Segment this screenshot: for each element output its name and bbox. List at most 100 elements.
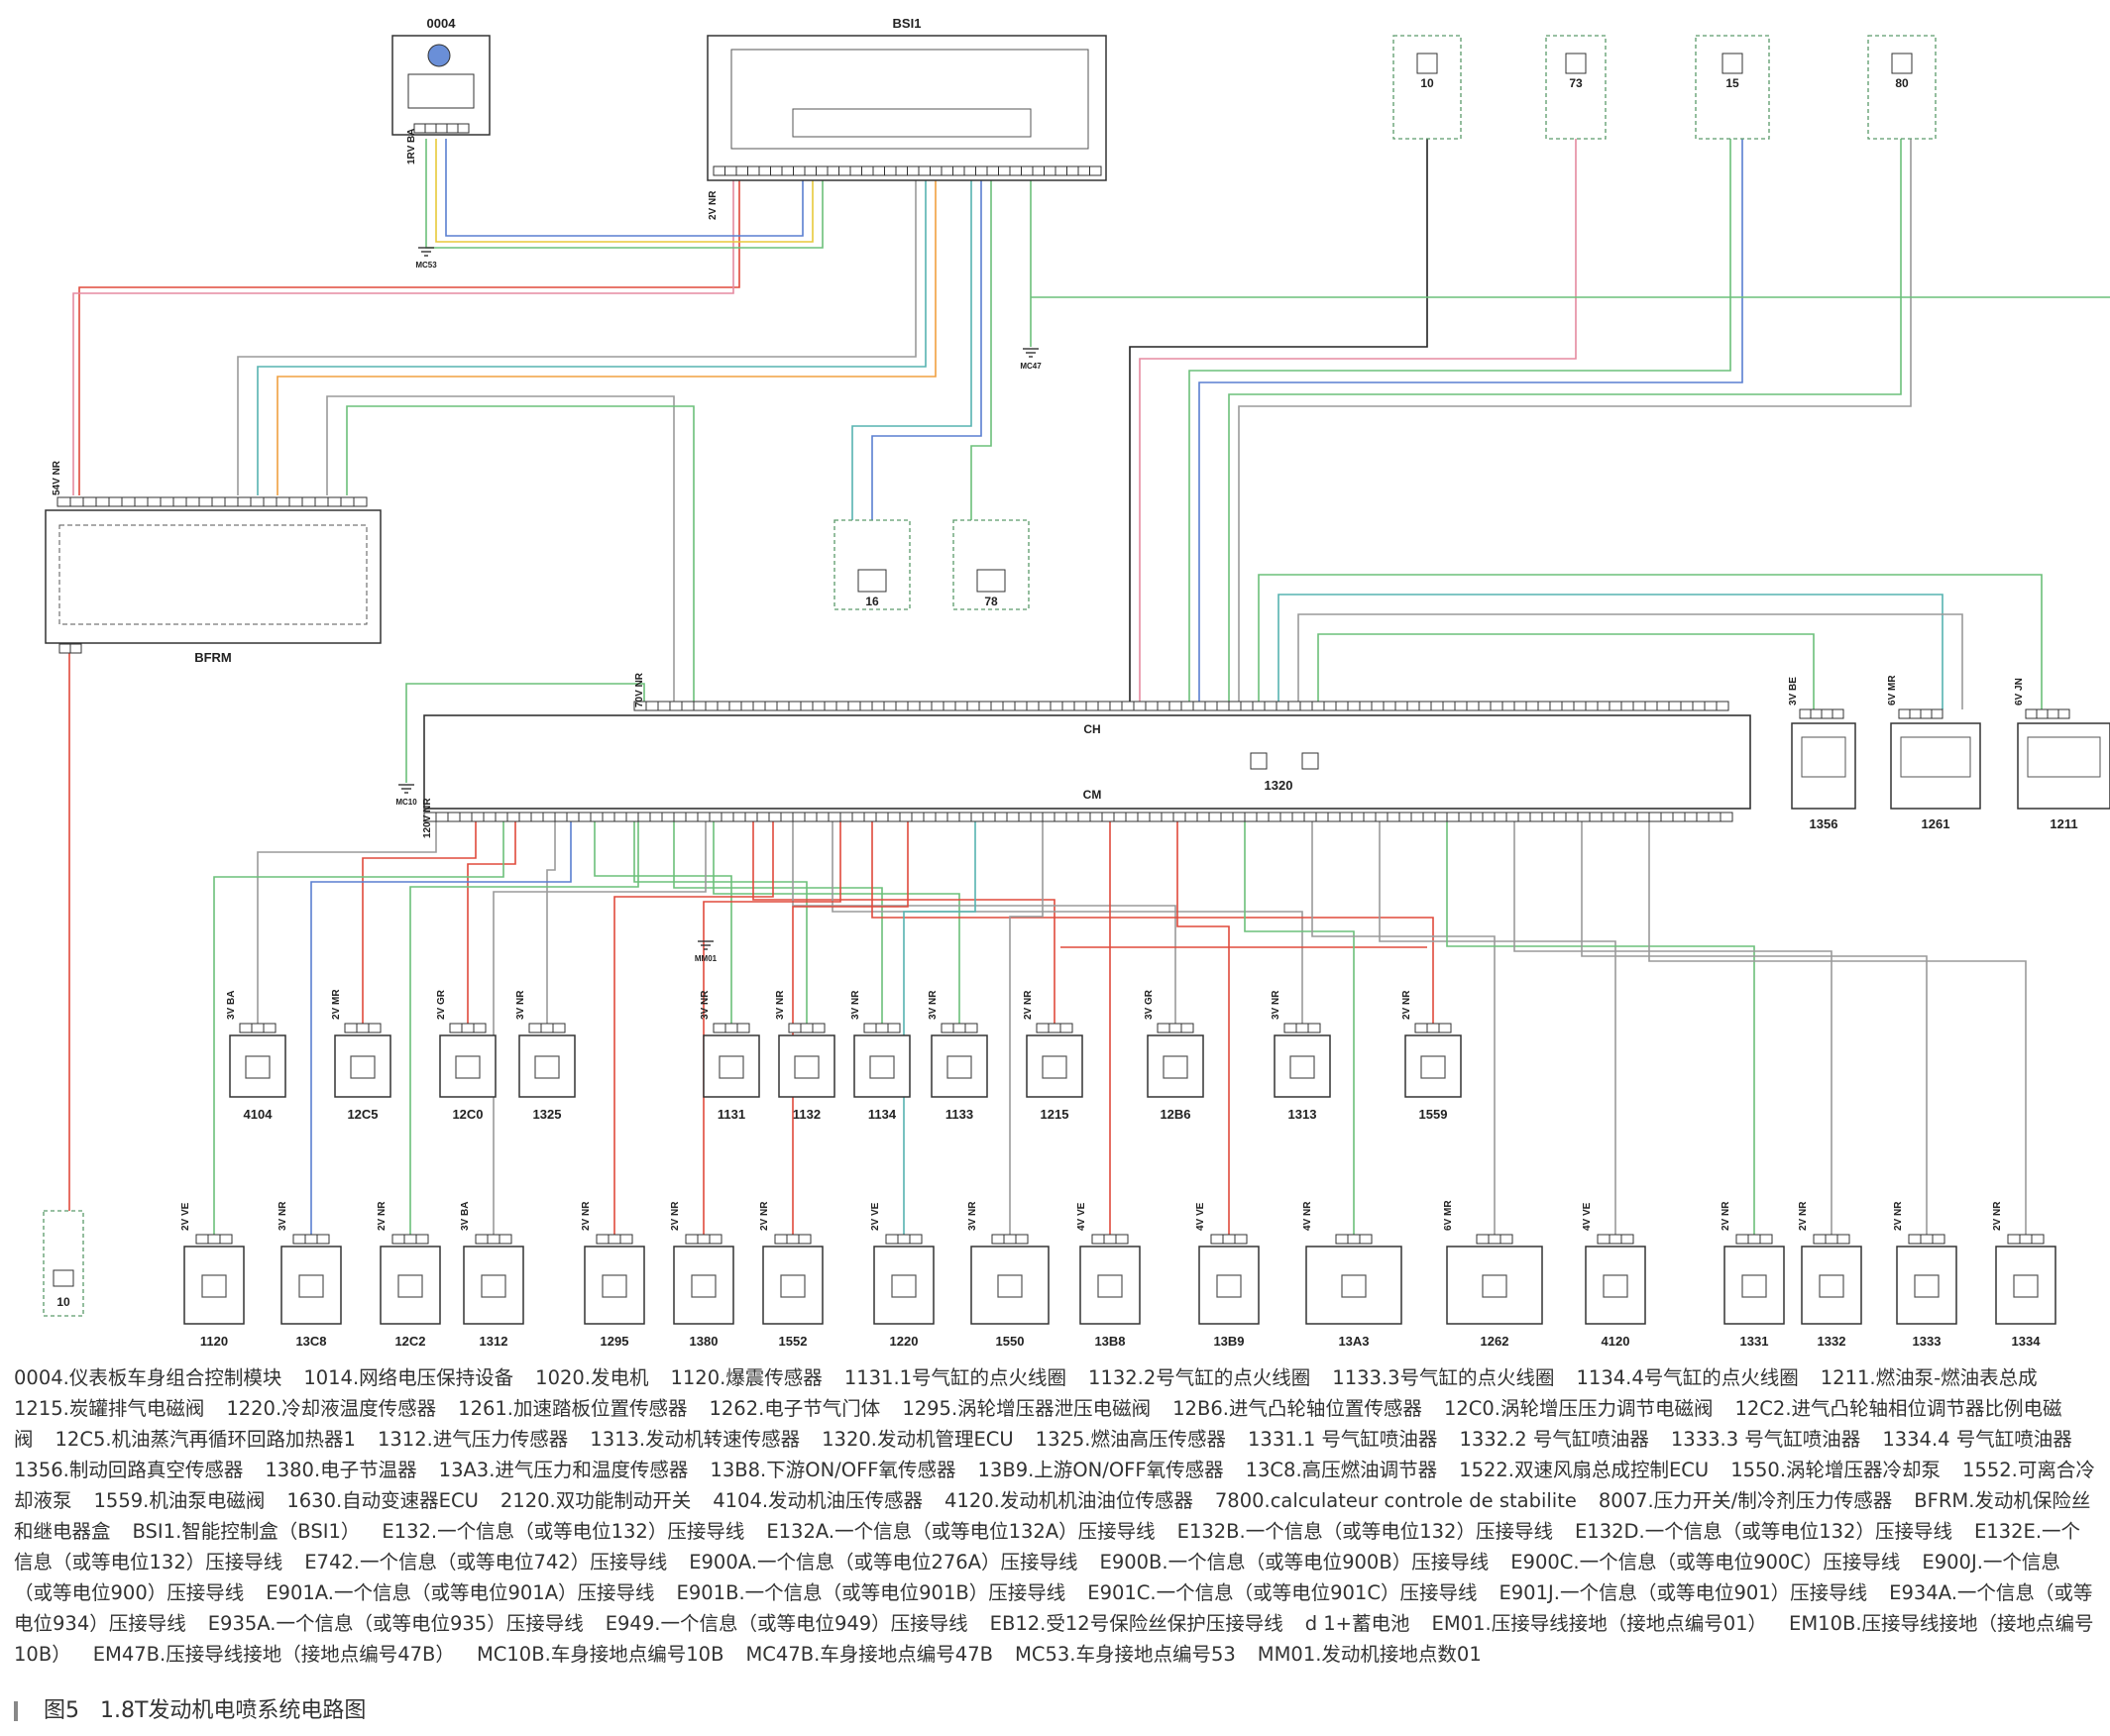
pin [752,701,766,711]
component-1313 [1274,1034,1331,1098]
component-1131-symbol-icon [719,1055,744,1079]
pin [288,496,303,507]
pin [1553,812,1567,822]
pin [705,701,719,711]
component-1332-supply: 2V NR [1798,1201,1809,1231]
pin [736,1023,750,1033]
pin [1303,812,1317,822]
component-13C8 [280,1246,342,1325]
component-1133-supply: 3V NR [928,990,939,1020]
pin [1716,701,1729,711]
legend-item: 1132.2号气缸的点火线圈 [1088,1366,1311,1389]
pin [1018,812,1032,822]
legend-item: 1333.3 号气缸喷油器 [1670,1428,1861,1451]
legend-item: E132D.一个信息（或等电位132）压接导线 [1574,1520,1952,1543]
pin [1836,1234,1850,1245]
legend-item: EM01.压接导线接地（接地点编号01） [1431,1612,1768,1635]
legend-item: 1325.燃油高压传感器 [1035,1428,1226,1451]
pin [935,812,948,822]
wire-bfrm-ecu2 [346,405,695,702]
pin [713,165,725,176]
component-1333-label: 1333 [1913,1334,1942,1349]
wire-ecu-1331 [1446,821,1755,1235]
component-1325-connector [528,1023,566,1033]
pin [1180,1023,1194,1033]
wire-ecu-1211 [1258,574,2043,709]
legend-item: 1134.4号气缸的点火线圈 [1576,1366,1799,1389]
pin [506,812,520,822]
wire-ecu-1120 [213,821,504,1235]
component-13B9 [1198,1246,1260,1325]
component-13B9-supply: 4V VE [1195,1202,1206,1231]
pin [1307,1023,1321,1033]
component-1295-connector [596,1234,633,1245]
pin [693,701,707,711]
component-1215-box [1026,1034,1083,1098]
ground-MC47-label: MC47 [1020,362,1042,371]
pin [447,812,461,822]
module-80-icon [1891,53,1913,74]
component-12C5-symbol-icon [350,1055,376,1079]
wire-ecu-13B9 [1176,821,1230,1235]
legend-item: E901J.一个信息（或等电位901）压接导线 [1499,1581,1868,1604]
pin [1180,701,1194,711]
pin [344,1023,358,1033]
pin [1478,701,1492,711]
component-4104-symbol-icon [245,1055,271,1079]
pin [793,165,806,176]
module-73-icon [1565,53,1587,74]
pin [1470,812,1484,822]
ground-MM01-label: MM01 [695,954,718,963]
component-1334-connector [2007,1234,2045,1245]
legend-item: EM47B.压接导线接地（接地点编号47B） [92,1643,455,1666]
pin [1375,812,1388,822]
pin [1466,701,1480,711]
module-1261-box [1890,722,1981,810]
component-1295-box [584,1246,645,1325]
pin [863,812,877,822]
component-12C2-supply: 2V NR [377,1201,388,1231]
pin [1505,812,1519,822]
pin [1668,701,1682,711]
component-1550-box [970,1246,1050,1325]
legend-item: 12C2.进气凸轮轴相位调节器比例电磁阀 [14,1397,2062,1451]
legend-item: 1220.冷却液温度传感器 [226,1397,437,1420]
pin [1335,1234,1349,1245]
pin [304,1234,318,1245]
pin [1656,701,1670,711]
ground-MC10-label: MC10 [395,798,417,807]
component-13B9-connector [1210,1234,1248,1245]
pin [121,496,136,507]
pin [685,812,699,822]
component-12C2-label: 12C2 [394,1334,425,1349]
wire-73-ecu [1139,139,1577,702]
module-1356-supply: 3V BE [1788,677,1799,705]
wire-ecu-1332 [1513,821,1832,1235]
module-1211-symbol-icon [2027,736,2101,778]
component-1131 [703,1034,760,1098]
pin [2019,1234,2033,1245]
pin [1513,701,1527,711]
pin [1113,812,1127,822]
module-1261-label: 1261 [1922,816,1950,831]
pin [1406,701,1420,711]
legend-item: BFRM.发动机保险丝和继电器盒 [14,1489,2091,1543]
pin [596,1234,610,1245]
pin [1909,708,1922,719]
pin [798,1234,812,1245]
component-1332-connector [1813,1234,1850,1245]
legend-item: E901A.一个信息（或等电位901A）压接导线 [266,1581,655,1604]
component-4104-box [229,1034,286,1098]
pin [1601,812,1614,822]
pin [2036,708,2049,719]
wire-ecu-13A3 [1244,821,1355,1235]
pin [435,812,449,822]
pin [964,1023,978,1033]
pin [645,701,659,711]
pin [863,1023,877,1033]
pin [1252,701,1266,711]
pin [1517,812,1531,822]
wire-ecu-1334 [1648,821,2027,1235]
pin [2007,1234,2021,1245]
pin [424,123,437,134]
